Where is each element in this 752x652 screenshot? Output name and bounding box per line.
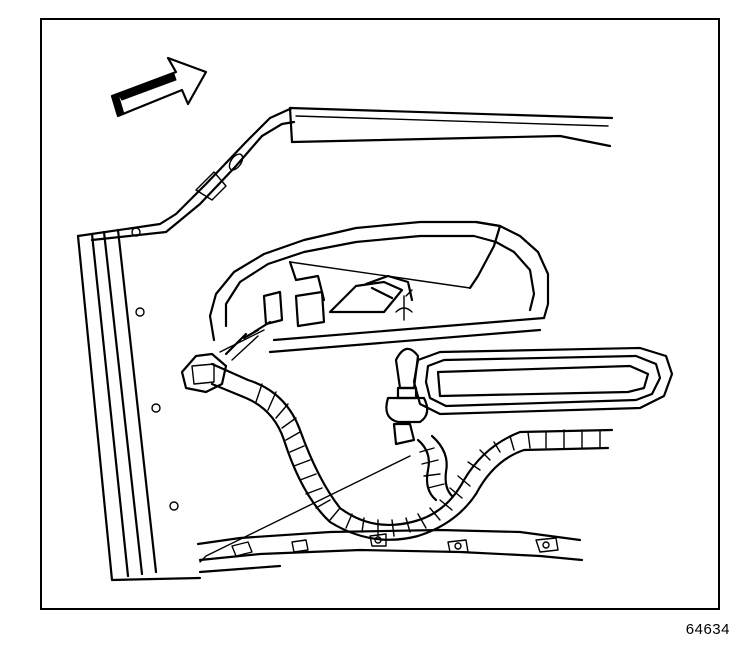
bulb-socket xyxy=(385,289,429,446)
door-pillar xyxy=(76,106,296,582)
figure-number: 64634 xyxy=(685,621,730,638)
roof-rail xyxy=(288,106,614,148)
wiring-harness xyxy=(180,352,614,541)
lamp-housing xyxy=(208,220,550,354)
windshield-header xyxy=(196,528,584,574)
direction-arrow-icon xyxy=(110,56,208,118)
illustration-frame xyxy=(40,18,720,610)
connector-wire xyxy=(224,320,272,361)
rearview-mirror xyxy=(412,346,674,416)
